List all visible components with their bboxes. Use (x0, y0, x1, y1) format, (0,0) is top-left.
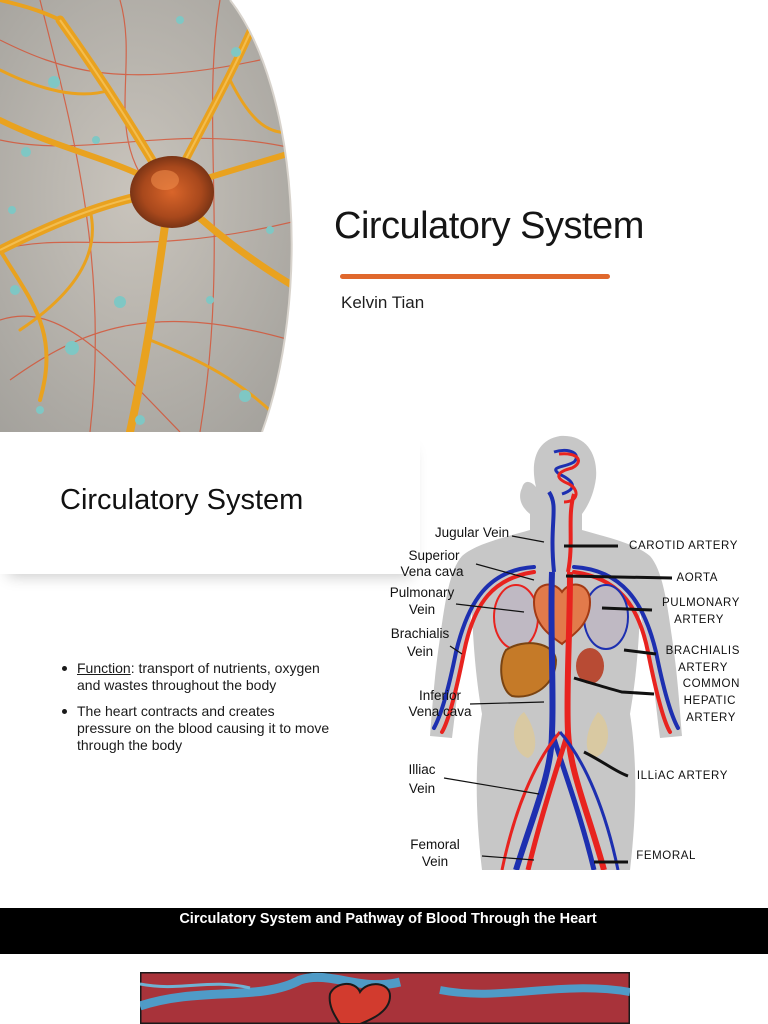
label-inferior-vena-cava: Inferior (419, 688, 462, 703)
svg-text:BRACHIALIS: BRACHIALIS (666, 645, 740, 657)
label-pulmonary-artery: PULMONARY (662, 597, 740, 609)
label-brachialis-vein: Brachialis (391, 626, 450, 641)
title-slide: Circulatory System Kelvin Tian (0, 0, 768, 432)
slide-title: Circulatory System and Pathway of Blood … (179, 911, 597, 927)
svg-text:Illiac: Illiac (408, 762, 435, 777)
label-superior-vena-cava-2: Vena cava (400, 564, 464, 579)
label-illiac-vein-2: Vein (409, 781, 435, 796)
label-common-hepatic: COMMON (683, 678, 740, 690)
svg-text:Vena cava: Vena cava (408, 704, 472, 719)
neuron-illustration (0, 0, 293, 432)
label-pulmonary-artery-2: ARTERY (674, 614, 724, 626)
label-femoral: FEMORAL (636, 850, 696, 862)
heart-illustration (140, 972, 630, 1024)
title-underline (340, 274, 610, 279)
slide-title: Circulatory System (334, 205, 644, 247)
label-pulmonary-vein-2: Vein (409, 602, 435, 617)
label-brachialis-artery: BRACHIALIS (666, 645, 740, 657)
label-femoral-vein-2: Vein (422, 854, 448, 869)
svg-text:Brachialis: Brachialis (391, 626, 450, 641)
svg-text:AORTA: AORTA (676, 572, 718, 584)
label-jugular-vein: Jugular Vein (435, 525, 509, 540)
body-silhouette (430, 435, 682, 870)
svg-text:Vein: Vein (407, 644, 433, 659)
svg-text:FEMORAL: FEMORAL (636, 850, 696, 862)
bullet-list: Function: transport of nutrients, oxygen… (60, 660, 330, 763)
svg-text:ARTERY: ARTERY (678, 662, 728, 674)
bullet-item: The heart contracts and creates pressure… (60, 703, 330, 754)
label-aorta: AORTA (676, 572, 718, 584)
svg-text:Inferior: Inferior (419, 688, 462, 703)
label-common-hepatic-artery: ARTERY (686, 712, 736, 724)
slide-header-bar (0, 908, 768, 954)
svg-text:Pulmonary: Pulmonary (390, 585, 455, 600)
svg-text:ILLiAC ARTERY: ILLiAC ARTERY (637, 770, 728, 782)
label-carotid-artery: CAROTID ARTERY (629, 540, 738, 552)
svg-text:HEPATIC: HEPATIC (684, 695, 736, 707)
content-slide: Circulatory System Function: transport o… (0, 432, 768, 908)
svg-text:Superior: Superior (408, 548, 460, 563)
svg-text:Jugular Vein: Jugular Vein (435, 525, 509, 540)
svg-text:PULMONARY: PULMONARY (662, 597, 740, 609)
label-illiac-vein: Illiac (408, 762, 435, 777)
bullet-item: Function: transport of nutrients, oxygen… (60, 660, 330, 694)
bullet-term: Function (77, 660, 131, 676)
label-illiac-artery: ILLiAC ARTERY (637, 770, 728, 782)
slide-title: Circulatory System (60, 484, 304, 516)
label-superior-vena-cava: Superior (408, 548, 460, 563)
svg-text:Vena cava: Vena cava (400, 564, 464, 579)
svg-text:Vein: Vein (409, 602, 435, 617)
label-brachialis-vein-2: Vein (407, 644, 433, 659)
label-brachialis-artery-2: ARTERY (678, 662, 728, 674)
svg-text:Vein: Vein (409, 781, 435, 796)
svg-text:Vein: Vein (422, 854, 448, 869)
label-inferior-vena-cava-2: Vena cava (408, 704, 472, 719)
svg-text:CAROTID ARTERY: CAROTID ARTERY (629, 540, 738, 552)
circulatory-diagram: Jugular Vein Superior Vena cava Pulmonar… (390, 435, 740, 870)
label-femoral-vein: Femoral (410, 837, 460, 852)
title-card: Circulatory System (0, 432, 420, 574)
svg-text:ARTERY: ARTERY (674, 614, 724, 626)
author-name: Kelvin Tian (341, 293, 425, 312)
svg-text:COMMON: COMMON (683, 678, 740, 690)
bullet-text: : transport of nutrients, oxygen and was… (77, 660, 320, 693)
label-pulmonary-vein: Pulmonary (390, 585, 455, 600)
svg-text:ARTERY: ARTERY (686, 712, 736, 724)
label-common-hepatic-2: HEPATIC (684, 695, 736, 707)
bullet-text: The heart contracts and creates pressure… (77, 703, 330, 753)
svg-text:Femoral: Femoral (410, 837, 460, 852)
